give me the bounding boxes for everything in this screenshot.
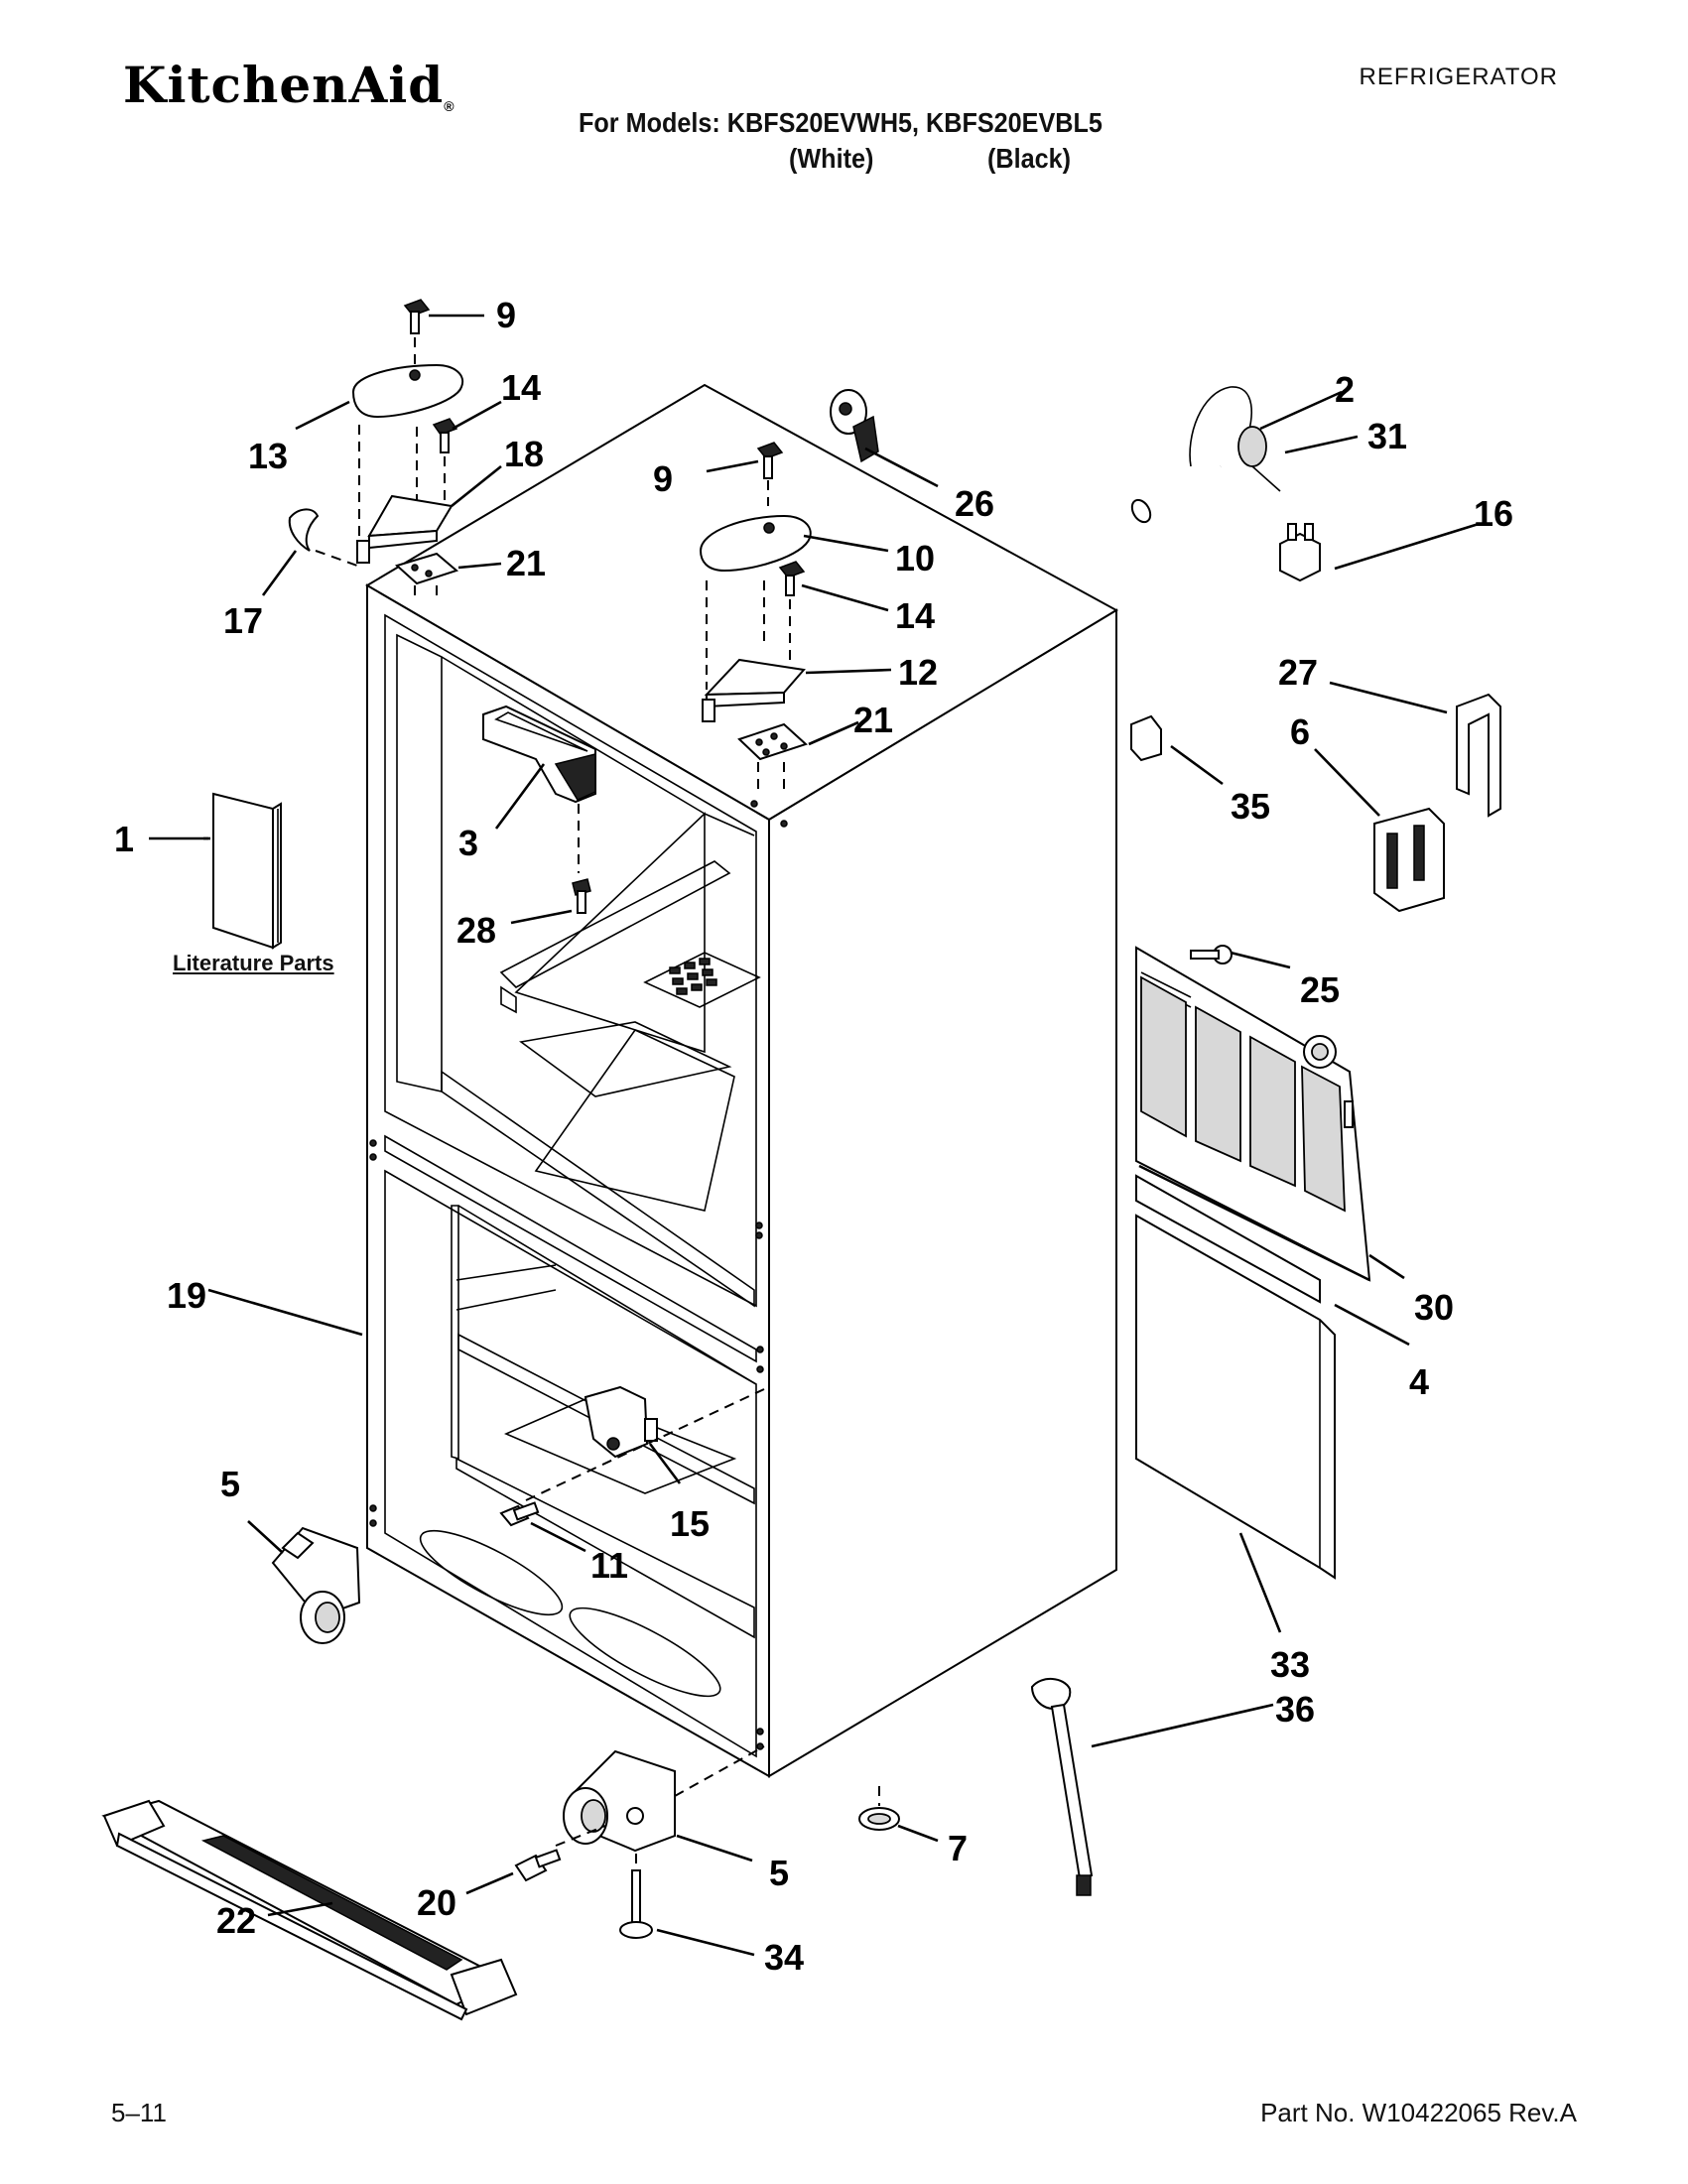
callout-14-left: 14	[501, 367, 541, 408]
callout-36: 36	[1275, 1689, 1315, 1730]
callout-6: 6	[1290, 711, 1310, 752]
callout-16: 16	[1474, 493, 1513, 534]
callout-4: 4	[1409, 1361, 1429, 1402]
callout-30: 30	[1414, 1287, 1454, 1328]
grommet-7	[858, 1807, 900, 1831]
callout-21-left: 21	[506, 543, 546, 583]
part-3-bracket	[482, 705, 596, 804]
callout-7: 7	[948, 1828, 968, 1868]
leveler-34	[619, 1869, 653, 1939]
callout-26: 26	[955, 483, 994, 524]
models-line: For Models: KBFS20EVWH5, KBFS20EVBL5	[579, 107, 1103, 138]
hinge-18	[356, 494, 454, 564]
callout-17: 17	[223, 600, 263, 641]
callout-31: 31	[1367, 416, 1407, 456]
callout-19: 19	[167, 1275, 206, 1316]
screw-11	[499, 1501, 540, 1527]
callout-numbers: 1 2 3 4 5 5 6 7 9 9 10 11 12 13 14 14 15…	[114, 295, 1513, 1978]
callout-21-right: 21	[853, 700, 893, 740]
roller-5-right	[563, 1749, 676, 1853]
part-6-bracket	[1373, 807, 1445, 913]
screw-9-top-left	[403, 299, 431, 334]
callout-10: 10	[895, 538, 935, 578]
callout-14-right: 14	[895, 595, 935, 636]
callout-9-left: 9	[496, 295, 516, 335]
callout-1: 1	[114, 819, 134, 859]
hinge-12	[702, 658, 806, 722]
literature-parts-label: Literature Parts	[173, 951, 334, 975]
screw-14-right	[778, 561, 806, 596]
roller-5-left	[271, 1526, 361, 1644]
shim-21-right	[737, 722, 808, 761]
tube-part-2-31	[1130, 386, 1281, 524]
callout-22: 22	[216, 1900, 256, 1941]
plug-17	[288, 508, 320, 552]
grille-30	[1135, 946, 1371, 1282]
kickplate-22	[101, 1799, 518, 2021]
callout-18: 18	[504, 434, 544, 474]
part-36-wand	[1030, 1678, 1094, 1896]
callout-2: 2	[1335, 369, 1355, 410]
hinge-15	[584, 1385, 658, 1459]
screw-20	[514, 1849, 562, 1882]
callout-35: 35	[1231, 786, 1270, 827]
right-hinge-assembly	[699, 442, 812, 794]
part-number: Part No. W10422065 Rev.A	[1260, 2098, 1577, 2127]
part-35-clip	[1130, 714, 1162, 762]
callout-9-right: 9	[653, 458, 673, 499]
part-26-damper	[830, 389, 879, 463]
appliance-type: REFRIGERATOR	[1359, 64, 1558, 90]
callout-3: 3	[458, 823, 478, 863]
callout-25: 25	[1300, 969, 1340, 1010]
panel-33	[1135, 1214, 1336, 1580]
grille-louvers	[1140, 975, 1346, 1213]
callout-5-left: 5	[220, 1464, 240, 1504]
part-16-clip	[1279, 523, 1321, 582]
strip-4	[1135, 1174, 1321, 1304]
screw-25	[1190, 945, 1233, 964]
callout-34: 34	[764, 1937, 804, 1978]
literature-book-1	[212, 792, 282, 950]
part-27-trim	[1456, 693, 1501, 818]
callout-33: 33	[1270, 1644, 1310, 1685]
screw-14-left	[432, 418, 458, 453]
screw-9-top-right	[756, 442, 784, 479]
cabinet-body	[365, 383, 1119, 1778]
callout-15: 15	[670, 1503, 710, 1544]
left-hinge-assembly	[288, 299, 464, 595]
leader-arrows	[149, 314, 1480, 1957]
callout-13: 13	[248, 436, 288, 476]
callout-27: 27	[1278, 652, 1318, 693]
callout-28: 28	[456, 910, 496, 951]
color-black-label: (Black)	[987, 143, 1072, 174]
callout-5-right: 5	[769, 1853, 789, 1893]
callout-12: 12	[898, 652, 938, 693]
screw-28	[572, 878, 591, 914]
color-white-label: (White)	[789, 143, 874, 174]
callout-20: 20	[417, 1882, 456, 1923]
callout-11: 11	[590, 1545, 628, 1586]
brand-logo: KitchenAid®	[123, 56, 455, 114]
shim-21-left	[395, 552, 459, 585]
hinge-cover-13	[351, 363, 464, 419]
page-number: 5–11	[111, 2098, 167, 2127]
